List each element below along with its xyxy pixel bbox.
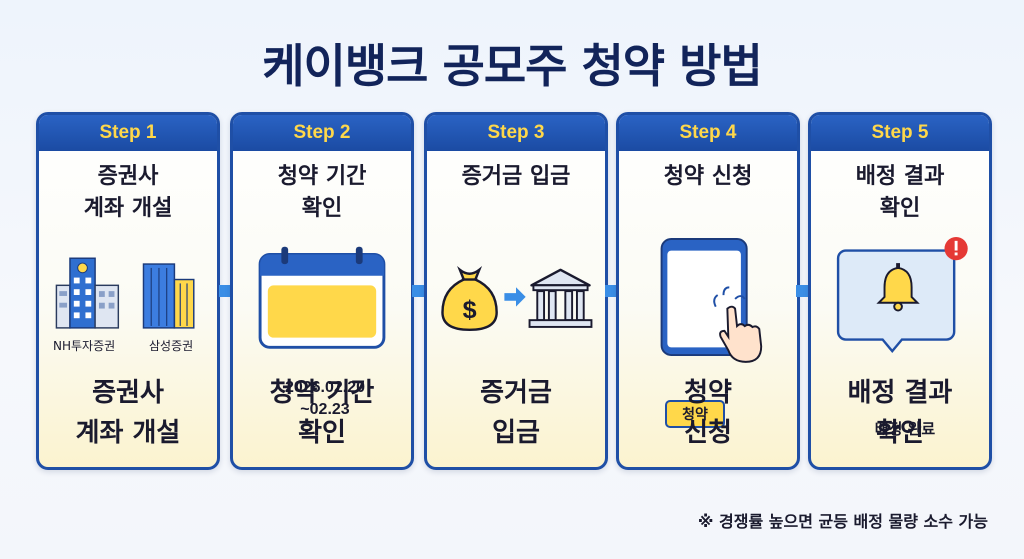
bank-label-samsung: 삼성증권 (149, 339, 194, 353)
step-card-1: Step 1 증권사 계좌 개설 NH투자증권 삼성증권 증권사 계좌 개설 (36, 112, 220, 470)
step-description: 청약 신청 (684, 378, 732, 448)
bank-label-nh: NH투자증권 (53, 339, 116, 353)
allocation-complete-label: 배정 완료 (874, 420, 936, 438)
step-description: 청약 기간 확인 (269, 378, 375, 448)
bank-buildings-icon (55, 257, 195, 329)
step-title: 증권사 계좌 개설 (83, 164, 173, 221)
step-card-5: Step 5 배정 결과 확인 배정 완료 배정 결과 확인 (808, 112, 992, 470)
step-description: 증거금 입금 (480, 378, 552, 448)
step-label: Step 3 (427, 115, 605, 151)
subscribe-button-illustration: 청약 (665, 400, 725, 428)
footnote: ※ 경쟁률 높으면 균등 배정 물량 소수 가능 (697, 512, 988, 531)
step-label: Step 4 (619, 115, 797, 151)
step-card-2: Step 2 청약 기간 확인 2026.02.20 ~02.23 청약 기간 … (230, 112, 414, 470)
step-description: 증권사 계좌 개설 (75, 378, 181, 448)
step-description: 배정 결과 확인 (847, 378, 953, 448)
step-label: Step 5 (811, 115, 989, 151)
money-bag-to-bank-icon: $ (441, 266, 593, 332)
svg-text:$: $ (463, 296, 477, 324)
step-card-3: Step 3 증거금 입금 $ 증거금 입금 (424, 112, 608, 470)
page-title: 케이뱅크 공모주 청약 방법 (262, 39, 763, 93)
smartphone-tap-icon (660, 238, 763, 363)
step-title: 청약 신청 (663, 164, 753, 189)
step-card-4: Step 4 청약 신청 청약 청약 신청 (616, 112, 800, 470)
step-title: 배정 결과 확인 (855, 164, 945, 221)
step-label: Step 2 (233, 115, 411, 151)
bell-notification-icon (836, 236, 968, 354)
step-title: 증거금 입금 (461, 164, 571, 189)
step-label: Step 1 (39, 115, 217, 151)
calendar-icon (258, 246, 386, 349)
step-title: 청약 기간 확인 (277, 164, 367, 221)
subscription-date: 2026.02.20 ~02.23 (284, 379, 366, 418)
